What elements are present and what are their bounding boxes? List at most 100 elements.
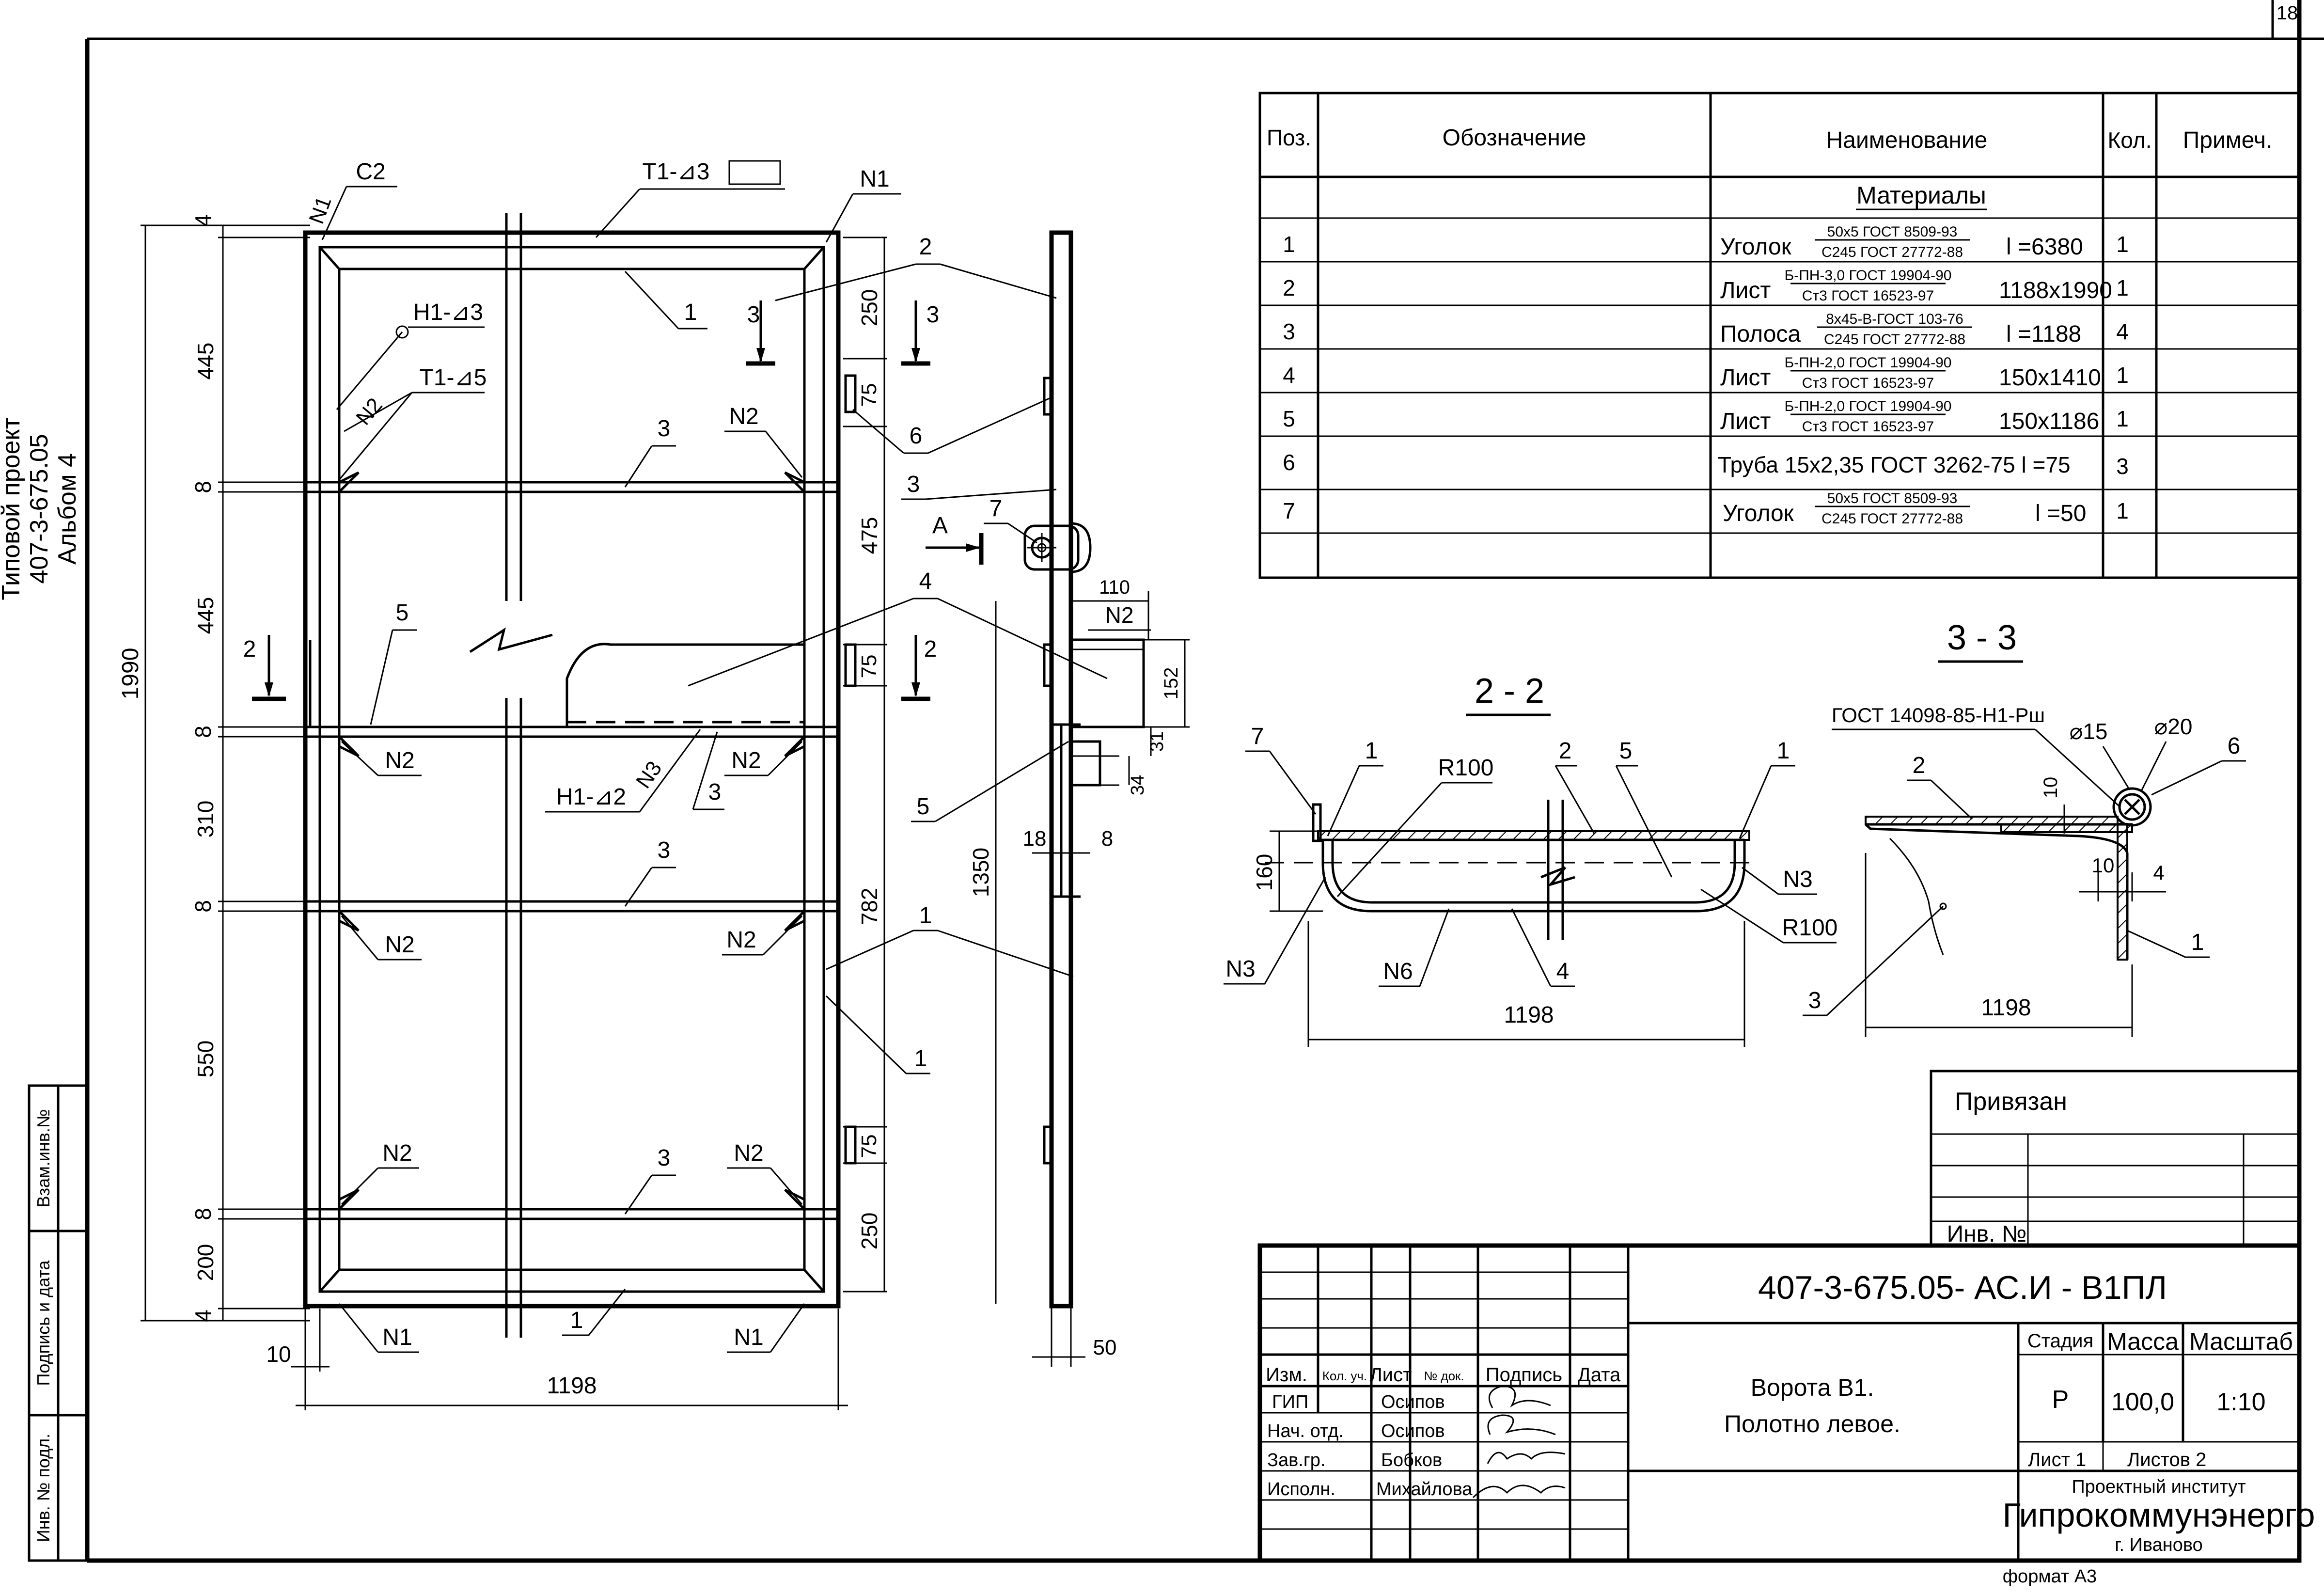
svg-text:Масса: Масса — [2107, 1328, 2179, 1355]
bom-header-qty: Кол. — [2108, 127, 2152, 153]
svg-text:160: 160 — [1252, 854, 1277, 891]
svg-text:R100: R100 — [1782, 915, 1838, 941]
side-stamp: Взам.инв.№ Подпись и дата Инв. № подл. — [28, 1084, 89, 1562]
svg-text:50: 50 — [1093, 1336, 1117, 1359]
svg-text:Уголок: Уголок — [1723, 501, 1794, 526]
svg-text:3: 3 — [2116, 454, 2129, 479]
svg-text:Т1-⊿3: Т1-⊿3 — [643, 159, 710, 185]
svg-text:1:10: 1:10 — [2216, 1388, 2265, 1416]
bom-header-designation: Обозначение — [1443, 125, 1586, 151]
svg-text:2: 2 — [924, 636, 937, 662]
svg-text:l =6380: l =6380 — [2006, 234, 2083, 260]
svg-text:3: 3 — [907, 472, 920, 497]
svg-text:Бобков: Бобков — [1381, 1450, 1442, 1470]
svg-text:Осипов: Осипов — [1381, 1392, 1445, 1412]
svg-text:С245 ГОСТ 27772-88: С245 ГОСТ 27772-88 — [1822, 511, 1963, 527]
bom-row: 1 Уголок 50x5 ГОСТ 8509-93 С245 ГОСТ 277… — [1283, 224, 2129, 260]
svg-text:3: 3 — [658, 837, 671, 863]
svg-text:1198: 1198 — [1981, 995, 2031, 1021]
svg-text:310: 310 — [193, 801, 218, 838]
svg-text:3: 3 — [1283, 319, 1295, 344]
svg-text:1: 1 — [2116, 275, 2129, 300]
svg-text:4: 4 — [190, 1310, 216, 1322]
svg-text:7: 7 — [1251, 724, 1264, 749]
section-3-3: 3 - 3 ГОСТ 14098-85-Н1-Рш ⌀15 ⌀20 6 10 1… — [1803, 618, 2246, 1037]
svg-text:2: 2 — [1283, 275, 1295, 300]
svg-text:Альбом 4: Альбом 4 — [53, 453, 81, 565]
svg-text:3: 3 — [926, 302, 940, 328]
svg-text:Взам.инв.№: Взам.инв.№ — [33, 1109, 53, 1207]
svg-text:№ док.: № док. — [1424, 1369, 1464, 1383]
bom-section: Материалы — [1856, 182, 1986, 209]
svg-text:Листов 2: Листов 2 — [2127, 1449, 2206, 1470]
bom-table: Поз. Обозначение Наименование Кол. Приме… — [1258, 92, 2301, 579]
svg-text:l =1188: l =1188 — [2006, 321, 2081, 347]
svg-text:Осипов: Осипов — [1381, 1421, 1445, 1441]
svg-text:N2: N2 — [729, 404, 758, 429]
total-height-dim: 1990 — [118, 648, 143, 700]
svg-text:R100: R100 — [1438, 755, 1494, 781]
side-view — [1023, 230, 1145, 1309]
svg-text:Дата: Дата — [1578, 1364, 1621, 1386]
front-view — [303, 213, 841, 1338]
title-block: 407-3-675.05- АС.И - В1ПЛ Ворота В1. Пол… — [1257, 1243, 2315, 1563]
svg-text:2: 2 — [919, 234, 932, 260]
svg-text:С2: С2 — [356, 159, 385, 185]
right-dimensions: 250 75 475 75 782 75 250 1350 — [843, 237, 997, 1304]
svg-text:Нач. отд.: Нач. отд. — [1267, 1421, 1344, 1441]
svg-text:Проектный институт: Проектный институт — [2072, 1477, 2245, 1497]
svg-text:75: 75 — [857, 1135, 881, 1158]
svg-text:N2: N2 — [1105, 602, 1134, 628]
svg-text:3: 3 — [708, 779, 722, 805]
svg-text:10: 10 — [266, 1341, 291, 1367]
svg-text:200: 200 — [193, 1244, 218, 1281]
svg-text:Б-ПН-3,0 ГОСТ 19904-90: Б-ПН-3,0 ГОСТ 19904-90 — [1785, 268, 1952, 284]
svg-text:l =50: l =50 — [2035, 501, 2086, 526]
svg-text:250: 250 — [857, 289, 882, 327]
svg-text:1: 1 — [684, 300, 697, 325]
svg-text:1198: 1198 — [547, 1373, 597, 1399]
svg-text:г. Иваново: г. Иваново — [2115, 1535, 2203, 1555]
svg-text:4: 4 — [1556, 959, 1570, 984]
signature-marks — [1472, 1385, 1566, 1499]
svg-text:⌀15: ⌀15 — [2070, 719, 2108, 744]
svg-text:Ворота В1.: Ворота В1. — [1751, 1374, 1874, 1401]
svg-text:Лист: Лист — [1720, 409, 1771, 434]
svg-text:8: 8 — [190, 1208, 216, 1220]
svg-text:1: 1 — [2116, 232, 2129, 257]
svg-text:4: 4 — [190, 214, 216, 227]
svg-text:550: 550 — [193, 1041, 218, 1078]
svg-text:С245 ГОСТ 27772-88: С245 ГОСТ 27772-88 — [1822, 244, 1963, 260]
svg-text:1: 1 — [1365, 738, 1378, 764]
bom-row: 2 Лист Б-ПН-3,0 ГОСТ 19904-90 Ст3 ГОСТ 1… — [1283, 268, 2129, 304]
svg-text:N2: N2 — [382, 1140, 412, 1166]
svg-text:110: 110 — [1099, 577, 1130, 598]
svg-text:75: 75 — [857, 655, 881, 679]
svg-text:Инв. №: Инв. № — [1947, 1221, 2027, 1247]
svg-text:Р: Р — [2052, 1386, 2069, 1414]
svg-text:4: 4 — [2116, 319, 2129, 344]
svg-text:407-3-675.05: 407-3-675.05 — [25, 434, 53, 584]
svg-text:6: 6 — [910, 423, 923, 449]
svg-text:N6: N6 — [1383, 959, 1413, 984]
svg-text:3: 3 — [1808, 988, 1822, 1013]
svg-text:Подпись и дата: Подпись и дата — [33, 1260, 53, 1386]
svg-text:100,0: 100,0 — [2111, 1388, 2174, 1416]
svg-text:250: 250 — [857, 1213, 882, 1250]
section-3-3-title: 3 - 3 — [1947, 618, 2017, 657]
svg-text:Н1-⊿3: Н1-⊿3 — [413, 300, 483, 325]
svg-text:Ст3 ГОСТ 16523-97: Ст3 ГОСТ 16523-97 — [1802, 288, 1934, 304]
svg-text:Инв. № подл.: Инв. № подл. — [33, 1434, 53, 1542]
svg-text:2: 2 — [243, 636, 256, 662]
svg-text:Подпись: Подпись — [1486, 1364, 1562, 1386]
svg-text:4: 4 — [919, 568, 932, 594]
svg-text:N2: N2 — [726, 927, 756, 953]
bom-header-note: Примеч. — [2183, 127, 2272, 153]
svg-text:5: 5 — [917, 794, 930, 820]
bottom-dimensions: 1198 10 — [266, 1309, 848, 1410]
svg-text:Стадия: Стадия — [2027, 1330, 2093, 1352]
svg-text:7: 7 — [989, 496, 1003, 521]
svg-text:3: 3 — [747, 302, 760, 328]
svg-text:1: 1 — [914, 1046, 927, 1072]
